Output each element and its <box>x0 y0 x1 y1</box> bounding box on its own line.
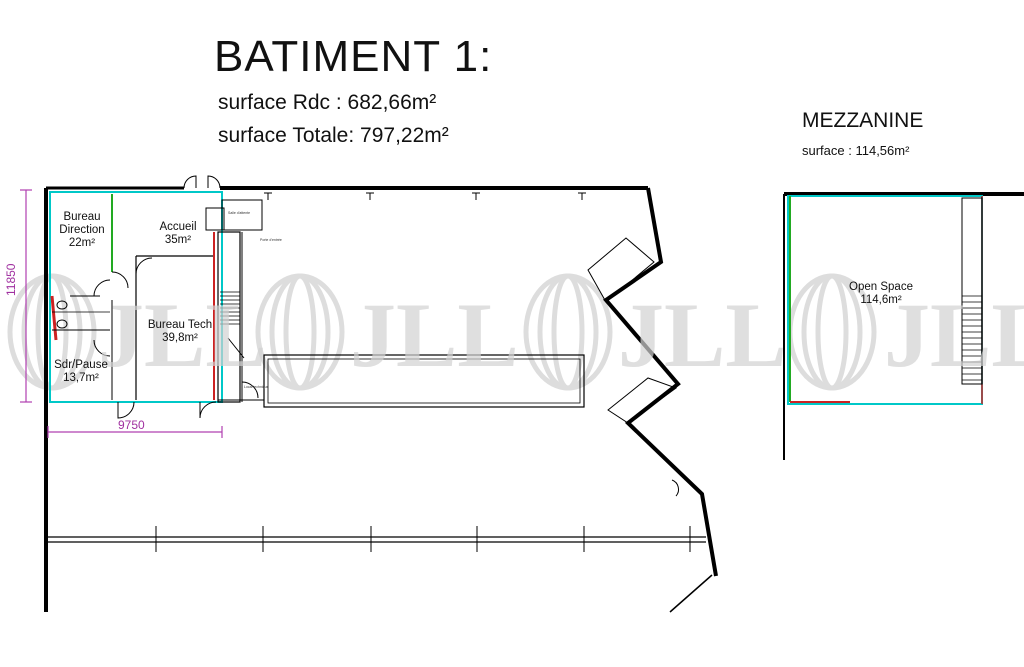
mezzanine-surface: surface : 114,56m² <box>802 143 910 158</box>
small-label-c: Local technique <box>244 385 269 389</box>
watermark-text-2: JLL <box>350 284 519 386</box>
room-sdr-pause: Sdr/Pause 13,7m² <box>50 359 112 385</box>
watermark-text-4: JLL <box>884 284 1024 386</box>
room-accueil: Accueil 35m² <box>148 221 208 247</box>
room-open-space-name: Open Space <box>849 281 913 293</box>
office-block <box>49 175 680 497</box>
room-bureau-direction-name1: Bureau <box>63 211 101 223</box>
surface-totale: surface Totale: 797,22m² <box>218 124 449 147</box>
room-accueil-name: Accueil <box>159 221 197 233</box>
room-sdr-pause-area: 13,7m² <box>63 372 99 384</box>
room-bureau-tech: Bureau Tech 39,8m² <box>138 319 222 345</box>
room-bureau-tech-name: Bureau Tech <box>147 319 213 331</box>
column-markers <box>155 192 691 552</box>
dimension-lines <box>20 189 223 438</box>
surface-rdc: surface Rdc : 682,66m² <box>218 91 437 114</box>
room-bureau-direction-area: 22m² <box>68 237 96 249</box>
room-bureau-direction-name2: Direction <box>59 224 105 236</box>
room-accueil-area: 35m² <box>164 234 192 246</box>
room-bureau-direction: Bureau Direction 22m² <box>56 211 108 250</box>
room-open-space-area: 114,6m² <box>860 294 902 306</box>
building-title: BATIMENT 1: <box>214 32 493 81</box>
small-label-b: Porte d'entrée <box>260 238 282 242</box>
room-sdr-pause-name: Sdr/Pause <box>54 359 108 371</box>
watermark-rings <box>7 273 877 391</box>
main-building-walls <box>44 186 718 613</box>
mezzanine-title: MEZZANINE <box>802 109 924 132</box>
dimension-width: 9750 <box>118 418 145 432</box>
mezzanine-plan <box>783 192 1024 460</box>
small-label-a: Salle d'attente <box>228 211 251 215</box>
watermark-text-1: JLL <box>98 284 267 386</box>
dimension-height: 11850 <box>4 263 18 296</box>
room-open-space: Open Space 114,6m² <box>836 281 926 307</box>
room-bureau-tech-area: 39,8m² <box>162 332 198 344</box>
watermark-text-3: JLL <box>618 284 787 386</box>
